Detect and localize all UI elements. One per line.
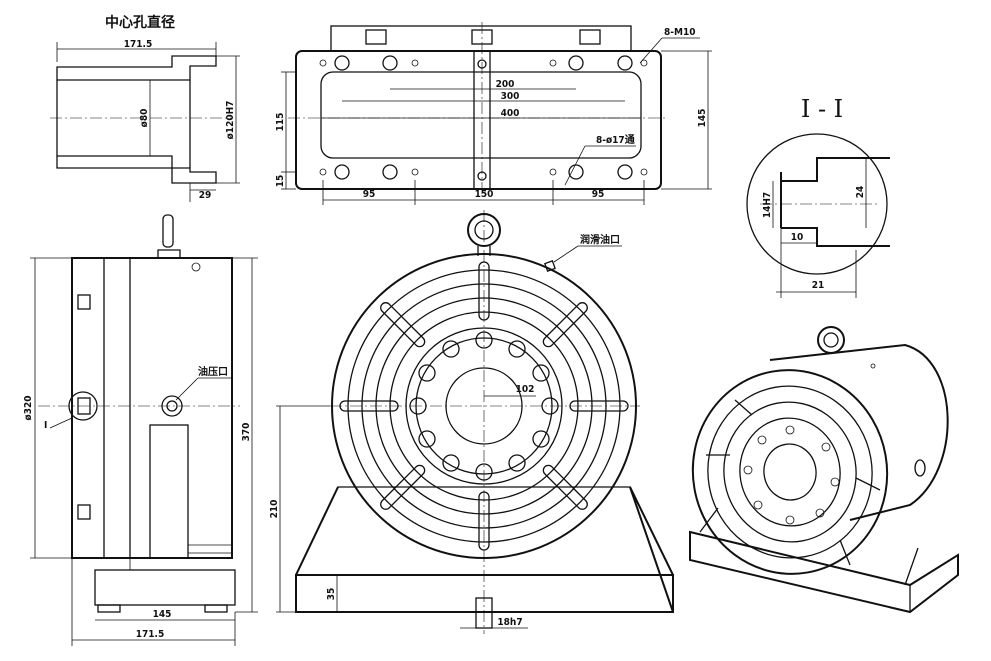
dim-10: 10 xyxy=(791,232,804,243)
dim-200: 200 xyxy=(496,79,515,90)
marker-i: I xyxy=(44,420,47,431)
dim-102: 102 xyxy=(516,384,535,395)
dim-370: 370 xyxy=(241,423,252,442)
dim-35: 35 xyxy=(326,588,337,601)
dim-145: 145 xyxy=(153,609,172,620)
label-oil-port: 油压口 xyxy=(198,365,228,378)
dim-320: ø320 xyxy=(23,396,34,421)
callout-hole: 8-ø17通 xyxy=(596,134,635,146)
isometric-view xyxy=(689,326,959,614)
dim-21: 21 xyxy=(812,280,825,291)
top-view: 8-M10 8-ø17通 200 300 400 95 150 95 115 1… xyxy=(275,22,712,205)
dim-300: 300 xyxy=(501,91,520,102)
section-view: 中心孔直径 171.5 ø80 ø120H7 29 xyxy=(50,14,240,202)
side-view: I 油压口 ø320 370 145 171.5 xyxy=(23,214,258,646)
dim-95-left: 95 xyxy=(363,189,376,200)
label-lube-port: 润滑油口 xyxy=(580,233,620,246)
callout-thread: 8-M10 xyxy=(664,27,695,38)
dim-flange-depth: 29 xyxy=(199,190,212,201)
dim-150: 150 xyxy=(475,189,494,200)
detail-view-title: I - I xyxy=(801,95,843,123)
dim-145: 145 xyxy=(697,109,708,128)
dim-171-5: 171.5 xyxy=(136,629,164,640)
dim-length: 171.5 xyxy=(124,39,152,50)
dim-400: 400 xyxy=(501,108,520,119)
front-view: 润滑油口 102 210 35 18h7 xyxy=(269,210,674,634)
dim-bore: ø80 xyxy=(139,109,150,128)
dim-14h7: 14H7 xyxy=(762,192,773,218)
dim-95-right: 95 xyxy=(592,189,605,200)
dim-flange: ø120H7 xyxy=(225,101,236,140)
bolt-circle xyxy=(409,331,559,481)
dim-210: 210 xyxy=(269,500,280,519)
section-view-title: 中心孔直径 xyxy=(105,14,175,31)
detail-view: I - I 14H7 24 10 21 xyxy=(746,95,890,298)
dim-24: 24 xyxy=(855,186,866,199)
dim-115: 115 xyxy=(275,113,286,132)
dim-15: 15 xyxy=(275,175,286,188)
dim-18h7: 18h7 xyxy=(497,617,522,628)
